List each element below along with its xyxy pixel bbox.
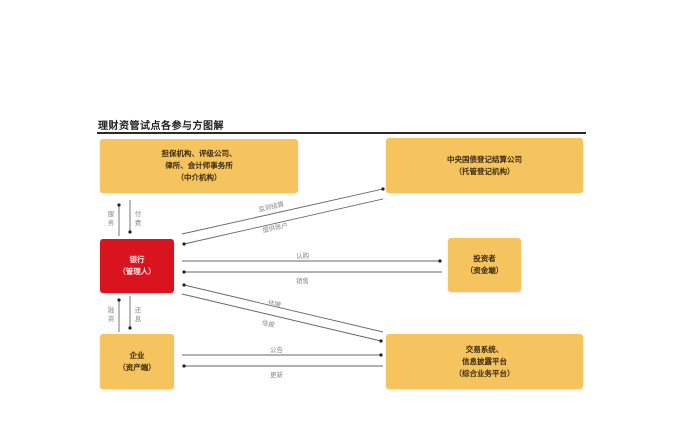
arrow-listing — [182, 283, 384, 333]
label-financing: 融资 — [107, 306, 115, 323]
diagram-title: 理财资管试点各参与方图解 — [98, 121, 224, 132]
node-enterprise: 企业 （资产端） — [100, 334, 174, 389]
node-enterprise-line-1: 企业 — [129, 350, 145, 360]
node-bank-line-2: （管理人） — [118, 267, 156, 276]
label-sell: 销售 — [296, 277, 309, 285]
arrow-disclosure — [181, 293, 383, 343]
node-investor-line-2: （资金端） — [465, 266, 504, 275]
node-bank: 银行 （管理人） — [100, 239, 174, 293]
node-intermediary-line-1: 担保机构、评级公司、 — [161, 149, 237, 158]
arrow-monitor-settle — [181, 187, 385, 235]
node-custodian-line-2: （托管登记机构） — [454, 166, 515, 176]
label-repay-interest: 还息 — [134, 306, 142, 323]
label-subscribe: 认购 — [296, 252, 309, 260]
label-update: 更新 — [270, 371, 283, 379]
node-custodian-line-1: 中央国债登记结算公司 — [447, 154, 522, 164]
label-fee: 付费 — [134, 210, 142, 227]
arrow-provide-account — [182, 198, 384, 246]
node-custodian: 中央国债登记结算公司 （托管登记机构） — [386, 138, 583, 193]
node-intermediary-line-2: 律所、会计师事务所 — [165, 161, 233, 170]
label-announce: 公告 — [270, 346, 283, 354]
label-service: 服务 — [107, 210, 115, 227]
node-bank-line-1: 银行 — [129, 255, 145, 264]
node-platform-line-2: 信息披露平台 — [462, 356, 507, 366]
node-enterprise-line-2: （资产端） — [118, 362, 156, 372]
node-investor: 投资者 （资金端） — [448, 238, 521, 292]
node-intermediary: 担保机构、评级公司、 律所、会计师事务所 （中介机构） — [100, 139, 298, 193]
node-platform: 交易系统、 信息披露平台 （综合业务平台） — [386, 334, 583, 389]
node-platform-line-3: （综合业务平台） — [454, 368, 515, 378]
node-platform-line-1: 交易系统、 — [465, 344, 504, 354]
title-divider — [97, 132, 586, 134]
node-investor-line-1: 投资者 — [473, 254, 496, 263]
node-intermediary-line-3: （中介机构） — [176, 173, 222, 182]
